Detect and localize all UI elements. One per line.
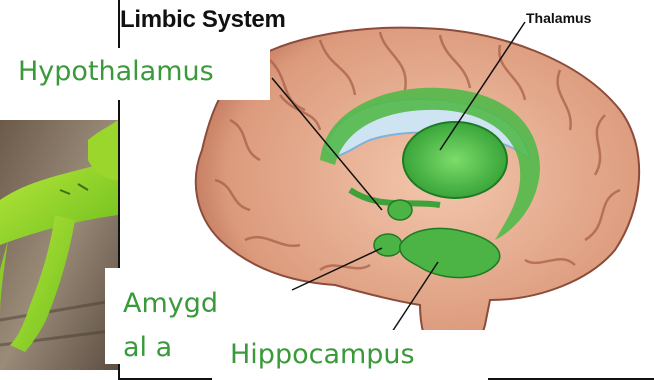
diagram-title: Limbic System [120,6,286,34]
amygdala-label: Amygdal a [105,268,223,364]
lizard-photo [0,120,118,370]
thalamus-shape [403,122,507,198]
hypothalamus-label: Hypothalamus [12,48,270,100]
amygdala-shape [374,234,402,256]
thalamus-label: Thalamus [526,10,591,26]
hypothalamus-shape [388,200,412,220]
hippocampus-label: Hippocampus [212,330,488,380]
